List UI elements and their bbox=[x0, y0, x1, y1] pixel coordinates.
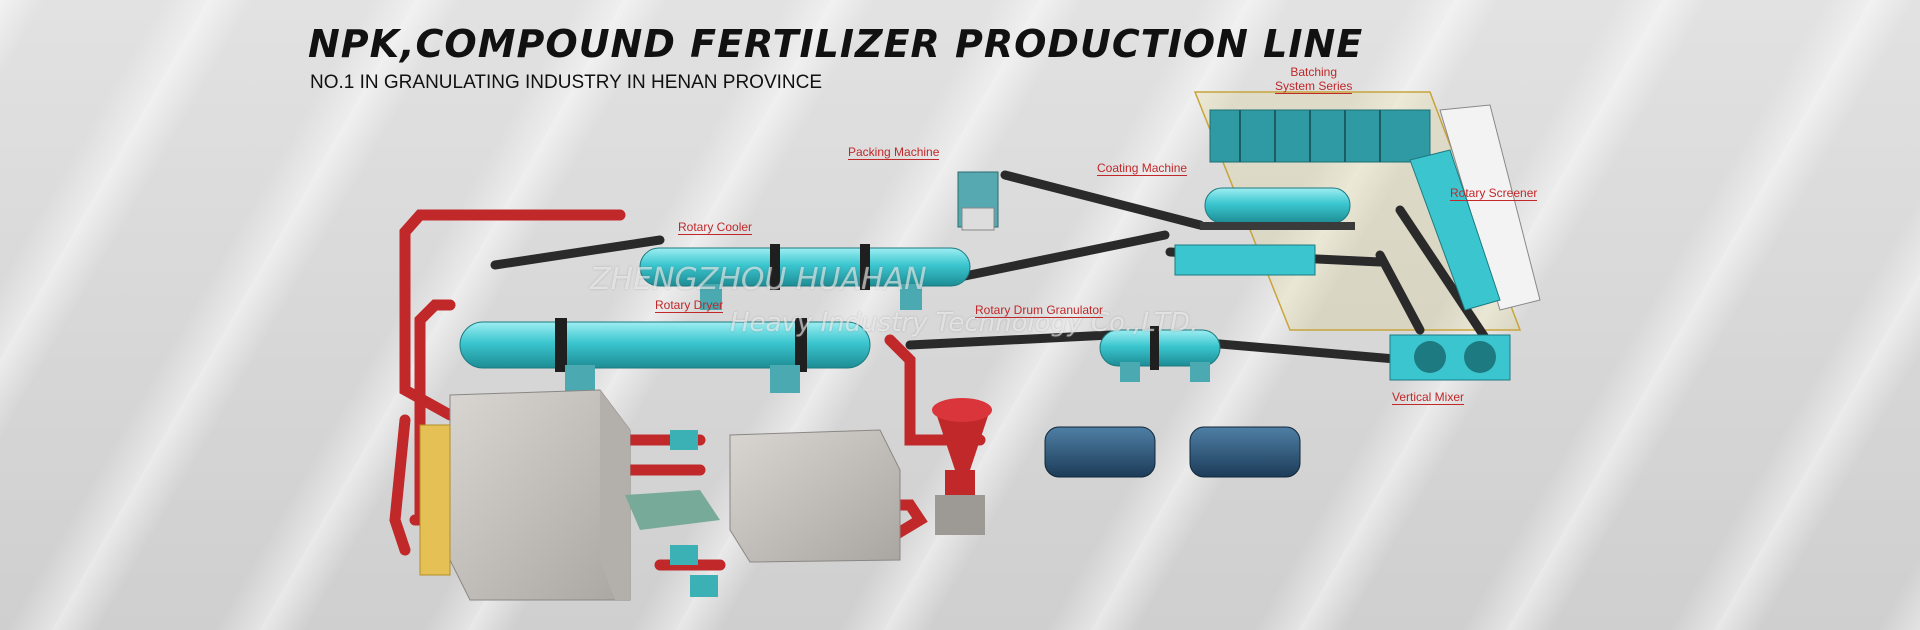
label-coating-machine-text: Coating Machine bbox=[1097, 161, 1188, 176]
hot-air-furnace bbox=[419, 389, 720, 601]
vertical-mixer bbox=[1389, 334, 1511, 381]
label-rotary-dryer-text: Rotary Dryer bbox=[655, 298, 724, 313]
label-rotary-dryer: Rotary Dryer bbox=[655, 298, 724, 313]
label-rotary-screener: Rotary Screener bbox=[1450, 186, 1538, 201]
label-vertical-mixer-text: Vertical Mixer bbox=[1392, 390, 1465, 405]
label-rotary-screener-text: Rotary Screener bbox=[1450, 186, 1538, 201]
label-rotary-cooler-text: Rotary Cooler bbox=[678, 220, 753, 235]
packing-machine bbox=[957, 171, 999, 231]
cyclone-fan bbox=[932, 398, 992, 535]
rotary-dryer bbox=[459, 318, 871, 393]
label-packing-machine: Packing Machine bbox=[848, 145, 940, 160]
blowers bbox=[670, 430, 718, 597]
label-coating-machine: Coating Machine bbox=[1097, 161, 1188, 176]
label-batching-system: Batching System Series bbox=[1275, 65, 1353, 94]
label-rotary-cooler: Rotary Cooler bbox=[678, 220, 753, 235]
rotary-screener bbox=[1174, 149, 1501, 311]
label-batching-line2: System Series bbox=[1275, 79, 1353, 94]
label-rotary-drum-granulator: Rotary Drum Granulator bbox=[975, 303, 1104, 318]
label-vertical-mixer: Vertical Mixer bbox=[1392, 390, 1465, 405]
label-batching-line1: Batching bbox=[1290, 65, 1338, 79]
rotary-cooler bbox=[639, 244, 971, 310]
coating-machine bbox=[1200, 187, 1355, 230]
dust-collector bbox=[729, 429, 901, 563]
watermark-line1: ZHENGZHOU HUAHAN bbox=[590, 262, 927, 297]
rotary-drum-granulator bbox=[1099, 326, 1221, 382]
label-packing-machine-text: Packing Machine bbox=[848, 145, 940, 160]
label-rotary-drum-granulator-text: Rotary Drum Granulator bbox=[975, 303, 1104, 318]
page-title: NPK,COMPOUND FERTILIZER PRODUCTION LINE bbox=[308, 22, 1364, 66]
watermark-line2: Heavy Industry Technology Co.,LTD. bbox=[730, 308, 1199, 338]
page-subtitle: NO.1 IN GRANULATING INDUSTRY IN HENAN PR… bbox=[310, 72, 823, 93]
fuel-tanks bbox=[1044, 426, 1301, 478]
